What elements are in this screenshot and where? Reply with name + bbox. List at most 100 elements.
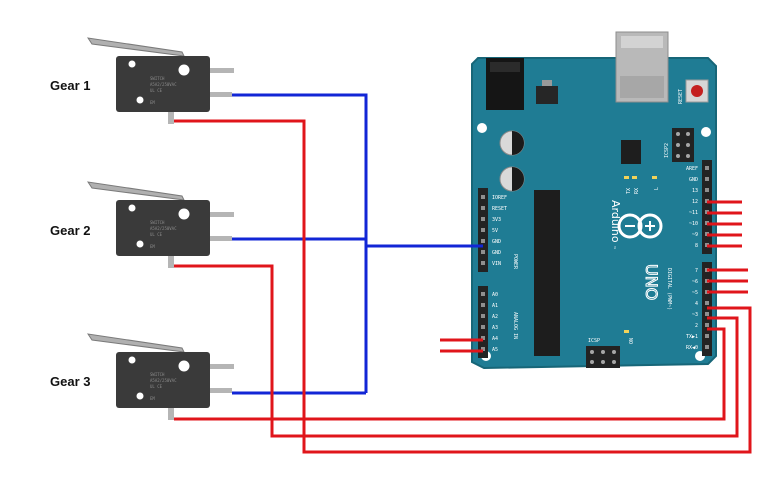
switch-terminal: [168, 408, 174, 420]
usb-interface-chip: [621, 140, 641, 164]
arduino-uno-board: RESET ICSP2 TX RX L Arduino ™ UNO: [471, 31, 717, 370]
tx-label: TX: [626, 188, 632, 194]
atmega-microcontroller: [534, 190, 560, 356]
uno-model: UNO: [642, 264, 661, 300]
l-led: [652, 176, 657, 179]
digital-pin-label: TX▶1: [686, 334, 698, 340]
switch-tag: EM: [150, 100, 155, 105]
arduino-logo-icon: [617, 213, 663, 239]
rx-led: [632, 176, 637, 179]
analog-pin-label: A1: [492, 303, 498, 309]
mounting-hole: [701, 127, 711, 137]
icsp-header: [586, 346, 620, 368]
switch-tag: EM: [150, 396, 155, 401]
power-pin-label: RESET: [492, 206, 507, 212]
on-led: [624, 330, 629, 333]
reset-label: RESET: [678, 89, 684, 104]
signal-wire-gear-3: [174, 327, 726, 421]
switch-print: SWITCH: [150, 76, 165, 81]
analog-pin-label: A5: [492, 347, 498, 353]
digital-header-top: [702, 160, 712, 254]
signal-wires: [174, 119, 752, 454]
power-pin-label: 5V: [492, 228, 498, 234]
micro-switch-gear-1: SWITCH A5A2/250VAC UL CE EM: [86, 37, 234, 124]
switch-print: A5A2/250VAC: [150, 82, 177, 87]
switch-print: SWITCH: [150, 372, 165, 377]
switch-terminal: [210, 388, 232, 393]
switch-print: UL CE: [150, 384, 163, 389]
analog-pin-label: A3: [492, 325, 498, 331]
power-pin-label: GND: [492, 239, 501, 245]
switch-print: A5A2/250VAC: [150, 226, 177, 231]
reset-button-cap[interactable]: [691, 85, 703, 97]
switch-print: UL CE: [150, 88, 163, 93]
power-pin-label: IOREF: [492, 195, 507, 201]
analog-header-label: ANALOG IN: [512, 312, 518, 339]
ground-wires: [232, 93, 483, 395]
icsp2-header: [672, 128, 694, 162]
signal-wire-gear-1: [174, 119, 752, 454]
voltage-regulator: [536, 86, 558, 104]
switch-terminal: [210, 68, 234, 73]
power-pin-label: VIN: [492, 261, 501, 267]
switch-print: SWITCH: [150, 220, 165, 225]
power-pin-holes: [481, 195, 485, 265]
analog-pin-label: A4: [492, 336, 498, 342]
gear-label: Gear 3: [50, 374, 90, 389]
icsp-label: ICSP: [588, 338, 600, 344]
power-pin-label: GND: [492, 250, 501, 256]
switch-terminal: [168, 112, 174, 124]
board-pcb: [471, 57, 717, 370]
switch-lever: [86, 333, 185, 353]
on-label: ON: [629, 338, 635, 344]
digital-pin-label: ~5: [692, 290, 698, 296]
switch-print: UL CE: [150, 232, 163, 237]
digital-pin-label: ~3: [692, 312, 698, 318]
digital-pin-label: 13: [692, 188, 698, 194]
switch-terminal: [168, 256, 174, 268]
switch-terminal: [210, 212, 234, 217]
digital-pin-label: ~9: [692, 232, 698, 238]
switch-terminal: [210, 92, 232, 97]
ground-wire-gear-1: [232, 93, 368, 393]
digital-pin-label: AREF: [686, 166, 698, 172]
trademark: ™: [610, 246, 616, 249]
digital-pin-label: 2: [695, 323, 698, 329]
analog-pin-holes: [481, 292, 485, 351]
analog-pin-label: A2: [492, 314, 498, 320]
switch-terminal: [210, 364, 234, 369]
switch-terminal: [210, 236, 232, 241]
digital-pin-label: 8: [695, 243, 698, 249]
digital-pin-label: GND: [689, 177, 698, 183]
digital-pin-label: ~10: [689, 221, 698, 227]
digital-pin-label: 4: [695, 301, 698, 307]
l-label: L: [654, 187, 660, 190]
capacitor: [499, 130, 525, 156]
analog-header: [478, 286, 488, 358]
mounting-hole: [477, 123, 487, 133]
rx-label: RX: [634, 188, 640, 194]
gear-label: Gear 2: [50, 223, 90, 238]
power-header-label: POWER: [512, 254, 518, 270]
arduino-brand: Arduino: [609, 200, 622, 243]
icsp2-label: ICSP2: [664, 143, 670, 158]
micro-switch-gear-3: SWITCH A5A2/250VAC UL CE EM: [86, 333, 234, 420]
analog-pin-label: A0: [492, 292, 498, 298]
gear-label: Gear 1: [50, 78, 90, 93]
switch-tag: EM: [150, 244, 155, 249]
digital-pin-label: ~11: [689, 210, 698, 216]
signal-wire-gear-2: [174, 264, 739, 438]
digital-pin-label: ~6: [692, 279, 698, 285]
switch-lever: [86, 37, 185, 57]
digital-pin-label: RX◀0: [686, 345, 698, 351]
micro-switch-gear-2: SWITCH A5A2/250VAC UL CE EM: [86, 181, 234, 268]
power-pin-label: 3V3: [492, 217, 501, 223]
digital-pin-label: 12: [692, 199, 698, 205]
digital-header-label: DIGITAL (PWM~): [666, 268, 672, 310]
tx-led: [624, 176, 629, 179]
switch-lever: [86, 181, 185, 201]
switch-print: A5A2/250VAC: [150, 378, 177, 383]
capacitor: [499, 166, 525, 192]
digital-pin-label: 7: [695, 268, 698, 274]
